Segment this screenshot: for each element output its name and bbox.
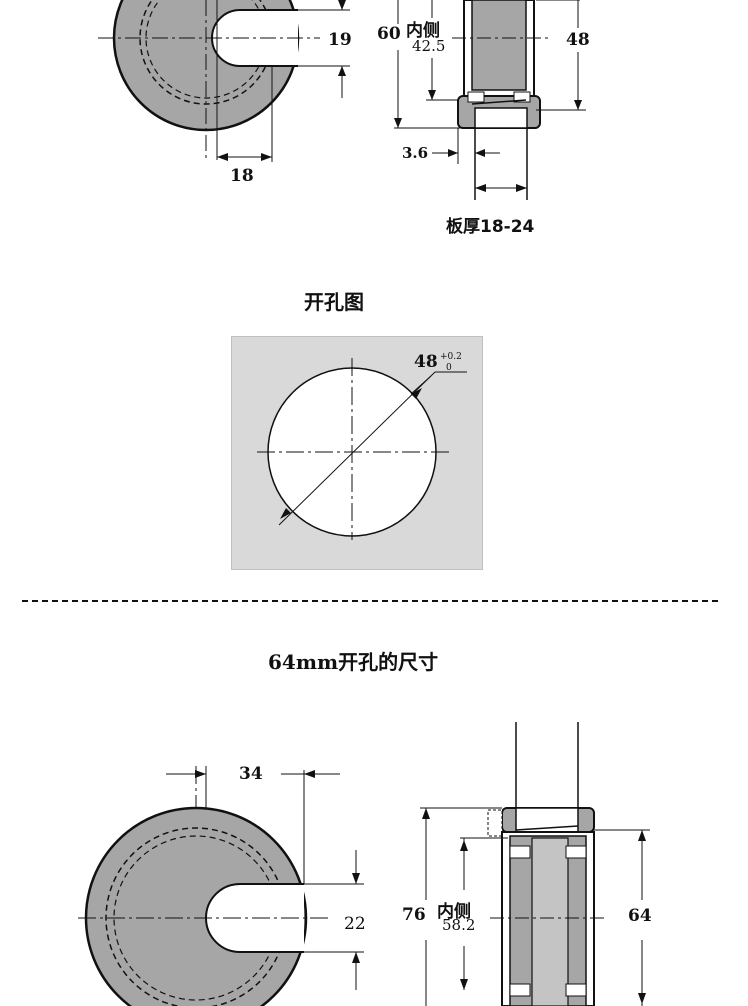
inner-side-label-64: 内侧 (437, 902, 471, 922)
cutout-tolerance-upper: +0.2 (440, 352, 462, 362)
dim-label-48: 48 (566, 30, 590, 50)
cutout-diameter-label: 48 (414, 352, 438, 372)
dim-label-60: 60 (377, 24, 401, 44)
dim-label-34: 34 (239, 764, 263, 784)
bottom-title: 64mm开孔的尺寸 (268, 650, 439, 674)
dim-label-76: 76 (402, 905, 426, 925)
dashed-divider (22, 600, 718, 602)
dim-label-58-2: 58.2 (442, 916, 476, 934)
cutout-title: 开孔图 (304, 290, 364, 314)
top-front-view (98, 0, 350, 162)
cutout-drawing (257, 358, 467, 540)
dim-label-18: 18 (230, 166, 254, 186)
dim-label-19: 19 (328, 30, 352, 50)
dim-label-3-6: 3.6 (402, 144, 429, 162)
board-thickness-label: 板厚18-24 (446, 217, 535, 237)
inner-side-label: 内侧 (406, 21, 440, 41)
bottom-front-view (78, 766, 364, 1006)
dim-label-22: 22 (344, 914, 366, 934)
dim-label-42-5: 42.5 (412, 37, 446, 55)
top-side-view (394, 0, 586, 200)
bottom-side-view (420, 722, 650, 1006)
cutout-tolerance-lower: 0 (446, 363, 452, 373)
dim-label-64: 64 (628, 906, 652, 926)
